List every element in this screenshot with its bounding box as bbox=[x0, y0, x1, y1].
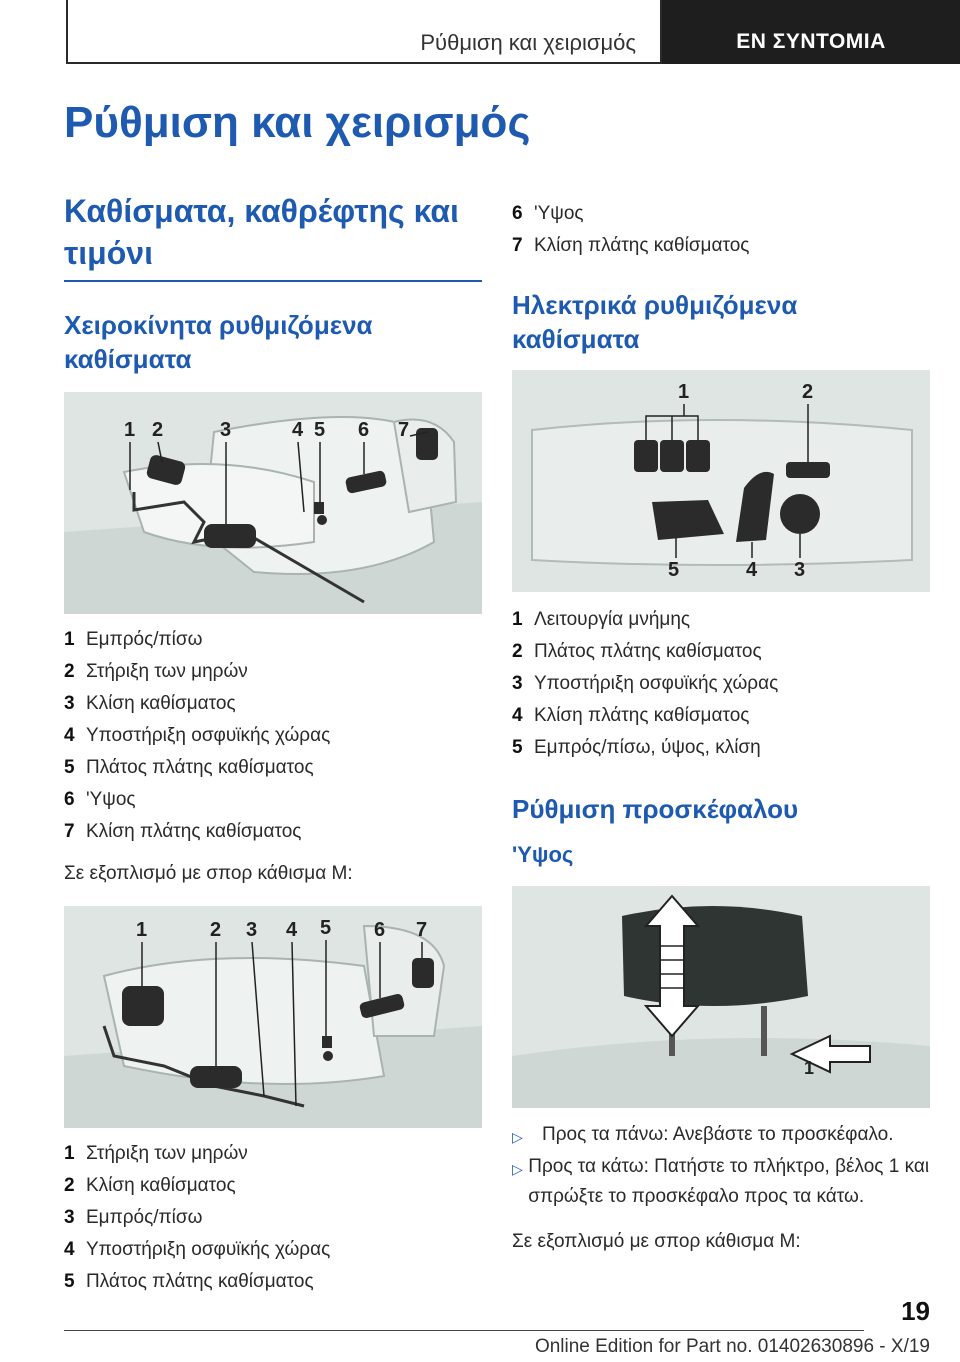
fig2-label: 6 bbox=[374, 919, 385, 941]
fig3-label: 5 bbox=[668, 559, 679, 581]
sport-seat-note: Σε εξοπλισμό με σπορ κάθισμα M: bbox=[512, 1231, 801, 1252]
triangle-bullet-icon: ▷ bbox=[512, 1161, 523, 1177]
footer-edition: Online Edition for Part no. 01402630896 … bbox=[534, 1336, 930, 1357]
fig3-label: 3 bbox=[794, 559, 805, 581]
fig1-label: 3 bbox=[220, 419, 231, 441]
headrest-heading: Ρύθμιση προσκέφαλου bbox=[512, 794, 799, 824]
fig3-label: 2 bbox=[802, 381, 813, 403]
headrest-instructions: ▷Προς τα πάνω: Ανεβάστε το προσκέφαλο. ▷… bbox=[512, 1120, 930, 1212]
fig2-label: 3 bbox=[246, 919, 257, 941]
fig3-label: 1 bbox=[678, 381, 689, 403]
bullet-item: ▷Προς τα πάνω: Ανεβάστε το προσκέφαλο. bbox=[512, 1120, 930, 1152]
header-chapter-tab[interactable]: ΕΝ ΣΥΝΤΟΜΙΑ bbox=[662, 0, 960, 64]
bullet-item: ▷Προς τα κάτω: Πατήστε το πλήκτρο, βέλος… bbox=[512, 1152, 930, 1212]
header-rule-left bbox=[66, 0, 68, 64]
sport-seat-note: Σε εξοπλισμό με σπορ κάθισμα M: bbox=[64, 863, 353, 884]
fig1-label: 6 bbox=[358, 419, 369, 441]
fig1-label: 2 bbox=[152, 419, 163, 441]
manual-seats-heading: Χειροκίνητα ρυθμιζόμενα καθίσματα bbox=[64, 310, 373, 374]
sport-seat-figure: 1 2 3 4 5 6 7 bbox=[64, 906, 482, 1128]
fig2-label: 4 bbox=[286, 919, 298, 941]
fig1-label: 5 bbox=[314, 419, 325, 441]
fig4-label: 1 bbox=[804, 1058, 814, 1078]
fig3-label: 4 bbox=[746, 559, 758, 581]
header-section-title: Ρύθμιση και χειρισμός bbox=[420, 30, 636, 55]
legend-item: 6'Υψος bbox=[64, 789, 136, 810]
electric-seat-switches-figure: 1 2 3 4 5 bbox=[512, 370, 930, 592]
headrest-figure: 1 bbox=[512, 886, 930, 1108]
legend-item: 6'Υψος bbox=[512, 203, 584, 224]
footer-rule bbox=[64, 1330, 864, 1331]
fig1-label: 1 bbox=[124, 419, 135, 441]
manual-seat-figure: 1 2 3 4 5 6 7 bbox=[64, 392, 482, 614]
fig2-label: 1 bbox=[136, 919, 147, 941]
header-rule-bottom bbox=[66, 62, 662, 64]
section-heading: Καθίσματα, καθρέφτης και τιμόνι bbox=[64, 190, 482, 282]
page-title: Ρύθμιση και χειρισμός bbox=[64, 98, 531, 147]
fig2-label: 5 bbox=[320, 917, 331, 939]
fig1-label: 4 bbox=[292, 419, 304, 441]
left-column: Καθίσματα, καθρέφτης και τιμόνι Χειροκίν… bbox=[64, 190, 482, 1298]
fig2-label: 2 bbox=[210, 919, 221, 941]
electric-seats-heading: Ηλεκτρικά ρυθμιζόμενα καθίσματα bbox=[512, 290, 798, 354]
page-number: 19 bbox=[901, 1296, 930, 1326]
height-heading: 'Υψος bbox=[512, 842, 574, 867]
fig1-label: 7 bbox=[398, 419, 409, 441]
header-rule-right bbox=[660, 0, 662, 64]
triangle-bullet-icon: ▷ bbox=[512, 1129, 523, 1145]
fig2-label: 7 bbox=[416, 919, 427, 941]
